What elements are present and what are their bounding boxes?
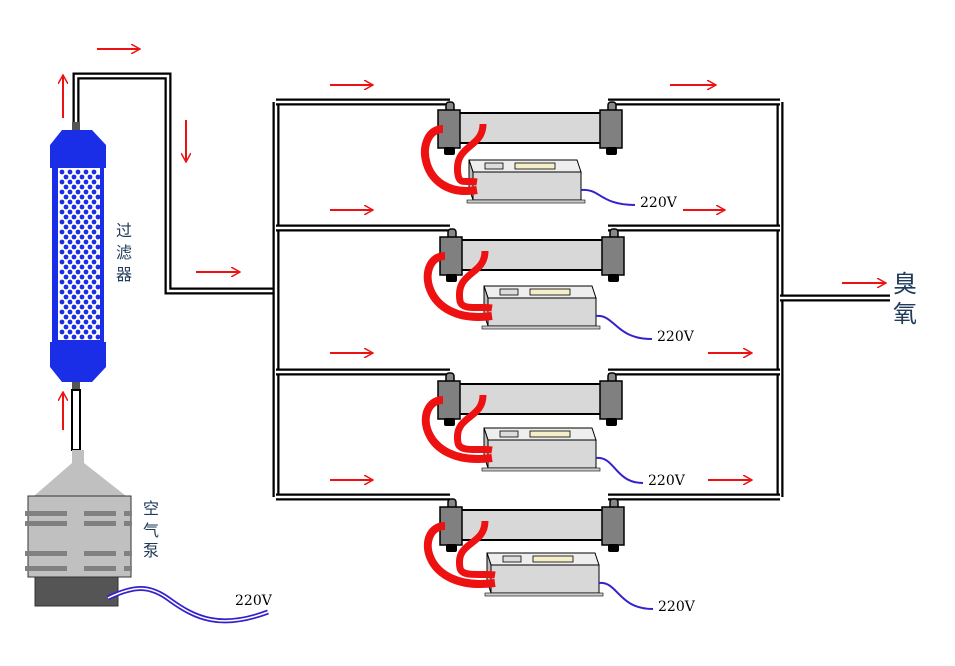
power-wire [595,456,644,484]
power-wire [580,188,636,206]
pump-label: 空 气 泵 [143,499,159,560]
power-wire [598,581,654,610]
ozone-generator-unit: 220V [421,101,678,211]
filter [50,122,106,390]
cap-foot [606,147,617,155]
pump-voltage-label: 220V [235,593,273,609]
pump-label-char: 泵 [143,541,159,560]
cap-foot [608,274,619,282]
hv-cable [421,125,478,195]
filter-label-char: 过 [116,221,132,240]
cap-foot [446,274,457,282]
power-supply [481,285,601,330]
ozone-generator-unit: 220V [421,372,686,489]
hv-cable [421,396,493,463]
inlet-pipe-inner [74,74,276,293]
tube-end-cap [599,380,623,420]
hv-cable [453,123,487,186]
cap-foot [444,147,455,155]
generator-voltage-label: 220V [658,599,696,615]
filter-label-char: 滤 [116,243,132,262]
generator-voltage-label: 220V [648,473,686,489]
inlet-pipe [72,72,276,295]
cap-foot [608,544,619,552]
tube-end-cap [599,109,623,149]
ozone-generator-unit: 220V [423,228,695,345]
power-supply [481,427,601,472]
hv-cable [423,252,493,321]
filter-label-char: 器 [116,265,132,284]
air-pump [25,389,269,624]
cap-foot [606,418,617,426]
hv-cable [423,522,496,589]
generator-voltage-label: 220V [657,329,695,345]
power-supply [466,159,586,204]
pipe-network [72,72,890,501]
output-label-char: 氧 [893,300,917,328]
hv-cable [453,394,493,454]
pump-label-char: 气 [143,521,159,540]
cap-foot [446,544,457,552]
output-label-char: 臭 [893,270,917,298]
pump-label-char: 空 [143,499,159,518]
hv-cable [455,250,493,312]
power-supply [484,552,604,597]
tube-end-cap [601,506,625,546]
cap-foot [444,418,455,426]
output-label: 臭 氧 [893,270,917,328]
power-wire [595,314,653,340]
filter-label: 过 滤 器 [116,221,132,284]
ozone-generator-unit: 220V [423,498,696,615]
tube-end-cap [601,236,625,276]
hv-cable [455,520,496,579]
generator-voltage-label: 220V [640,195,678,211]
flow-arrows [63,49,886,480]
